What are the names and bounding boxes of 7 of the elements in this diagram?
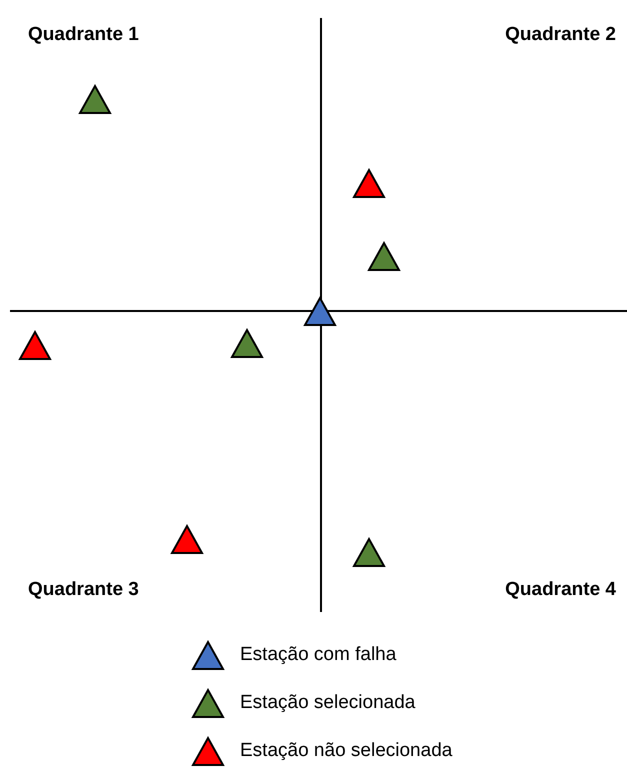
legend-label: Estação com falha	[240, 644, 396, 666]
quadrant-label: Quadrante 2	[505, 24, 616, 46]
quadrant-label: Quadrante 1	[28, 24, 139, 46]
quadrant-label: Quadrante 3	[28, 579, 139, 601]
quadrant-label: Quadrante 4	[505, 579, 616, 601]
legend-label: Estação selecionada	[240, 692, 416, 714]
legend-label: Estação não selecionada	[240, 740, 452, 762]
